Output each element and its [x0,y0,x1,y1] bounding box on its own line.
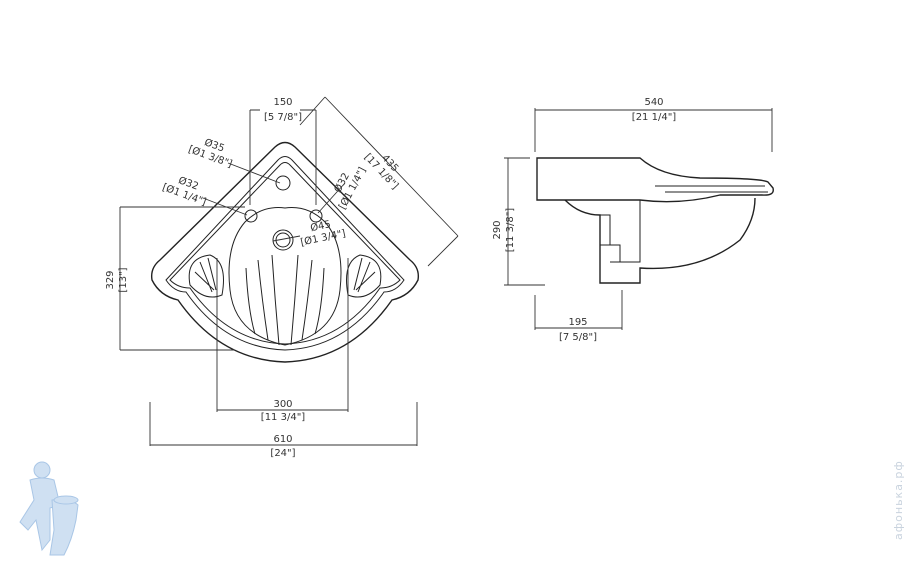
svg-text:[21 1/4"]: [21 1/4"] [632,112,676,123]
hole-35-label: Ø35 [Ø1 3/8"] [187,136,234,170]
svg-text:[11 3/8"]: [11 3/8"] [505,208,516,252]
dimension-lines-top [119,96,459,446]
dim-300-label: 300 [11 3/4"] [261,399,305,423]
svg-text:Ø45: Ø45 [309,218,332,234]
svg-text:329: 329 [105,270,116,289]
svg-text:195: 195 [568,317,587,328]
hole-45-label: Ø45 [Ø1 3/4"] [299,218,346,248]
dim-150-label: 150 [5 7/8"] [264,97,302,123]
svg-text:[13"]: [13"] [118,267,129,292]
svg-text:300: 300 [273,399,292,410]
dim-435-label: 435 [17 1/8"] [362,152,400,192]
basin-top-view [150,141,420,363]
dim-540-label: 540 [21 1/4"] [632,97,676,123]
dim-329-label: 329 [13"] [105,267,129,292]
svg-text:[7 5/8"]: [7 5/8"] [559,332,597,343]
svg-text:290: 290 [492,220,503,239]
svg-text:610: 610 [273,434,292,445]
rosette-right [346,254,382,298]
dimension-lines-side [504,108,773,330]
svg-text:540: 540 [644,97,663,108]
rosette-left [188,254,224,298]
dim-610-label: 610 [24"] [270,434,295,459]
dim-290-label: 290 [11 3/8"] [492,208,516,252]
drain-hole-45 [272,229,294,251]
watermark: афонька.рф [892,460,905,540]
svg-text:[11 3/4"]: [11 3/4"] [261,412,305,423]
svg-text:150: 150 [273,97,292,108]
hole-35 [275,175,291,191]
basin-side-view [536,157,774,284]
hole-32-left [244,209,258,223]
dim-195-label: 195 [7 5/8"] [559,317,597,343]
svg-text:[5 7/8"]: [5 7/8"] [264,112,302,123]
hole-32-left-label: Ø32 [Ø1 1/4"] [161,174,208,208]
svg-text:[24"]: [24"] [270,448,295,459]
hole-32-right [309,209,323,223]
plumber-logo [19,461,79,556]
